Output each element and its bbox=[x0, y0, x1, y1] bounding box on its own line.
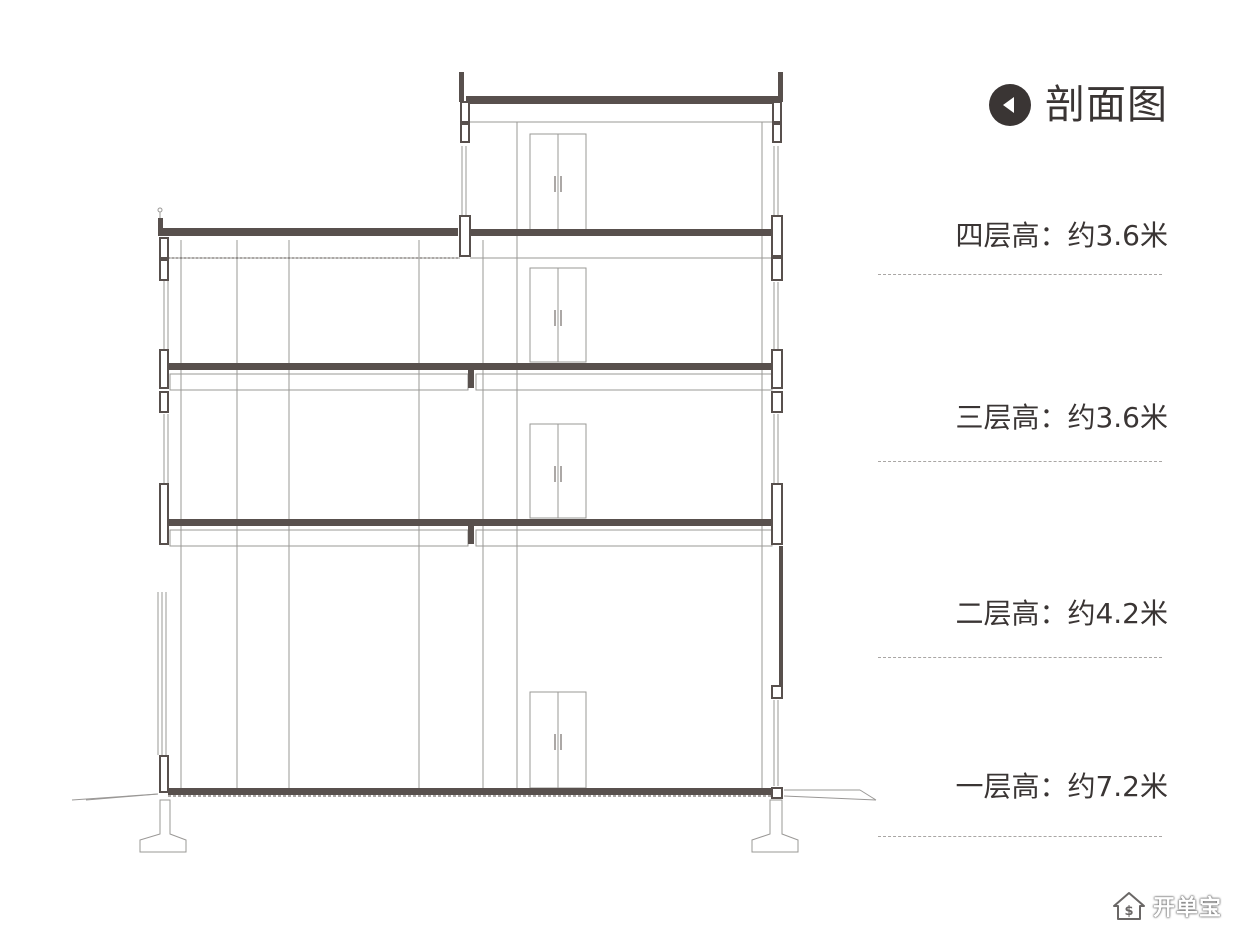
floor-label-4: 四层高：约3.6米 bbox=[955, 219, 1168, 252]
floor-divider bbox=[878, 657, 1162, 658]
section-title: 剖面图 bbox=[989, 80, 1168, 130]
section-title-text: 剖面图 bbox=[1045, 82, 1168, 128]
watermark-text: 开单宝 bbox=[1152, 896, 1222, 921]
house-dollar-icon: $ bbox=[1112, 892, 1145, 920]
floor-divider bbox=[878, 274, 1162, 275]
floor-divider bbox=[878, 836, 1162, 837]
floor-label-1: 一层高：约7.2米 bbox=[955, 770, 1168, 803]
floor-label-3: 三层高：约3.6米 bbox=[955, 401, 1168, 434]
floor-divider bbox=[878, 461, 1162, 462]
left-arrow-circle-icon bbox=[989, 84, 1031, 126]
floor-label-2: 二层高：约4.2米 bbox=[955, 597, 1168, 630]
watermark: $ 开单宝 bbox=[1111, 890, 1222, 922]
svg-text:$: $ bbox=[1124, 904, 1133, 919]
